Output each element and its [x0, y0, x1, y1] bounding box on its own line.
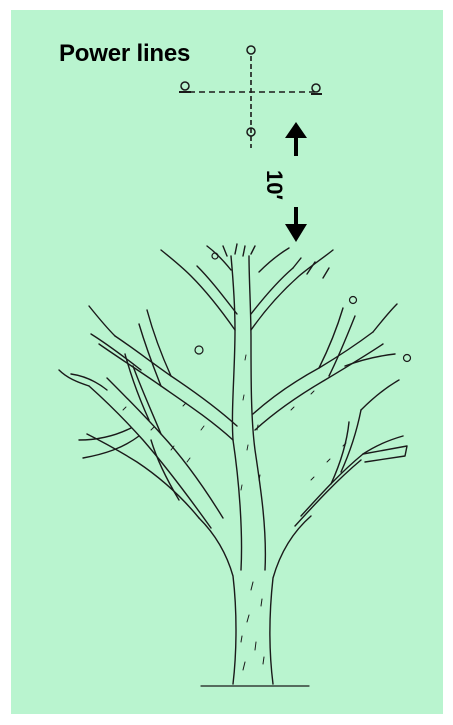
tree-diagram	[11, 10, 443, 714]
tree-icon	[59, 244, 411, 686]
clearance-arrows-icon	[285, 122, 307, 242]
diagram-panel: Power lines 10′	[11, 10, 443, 714]
